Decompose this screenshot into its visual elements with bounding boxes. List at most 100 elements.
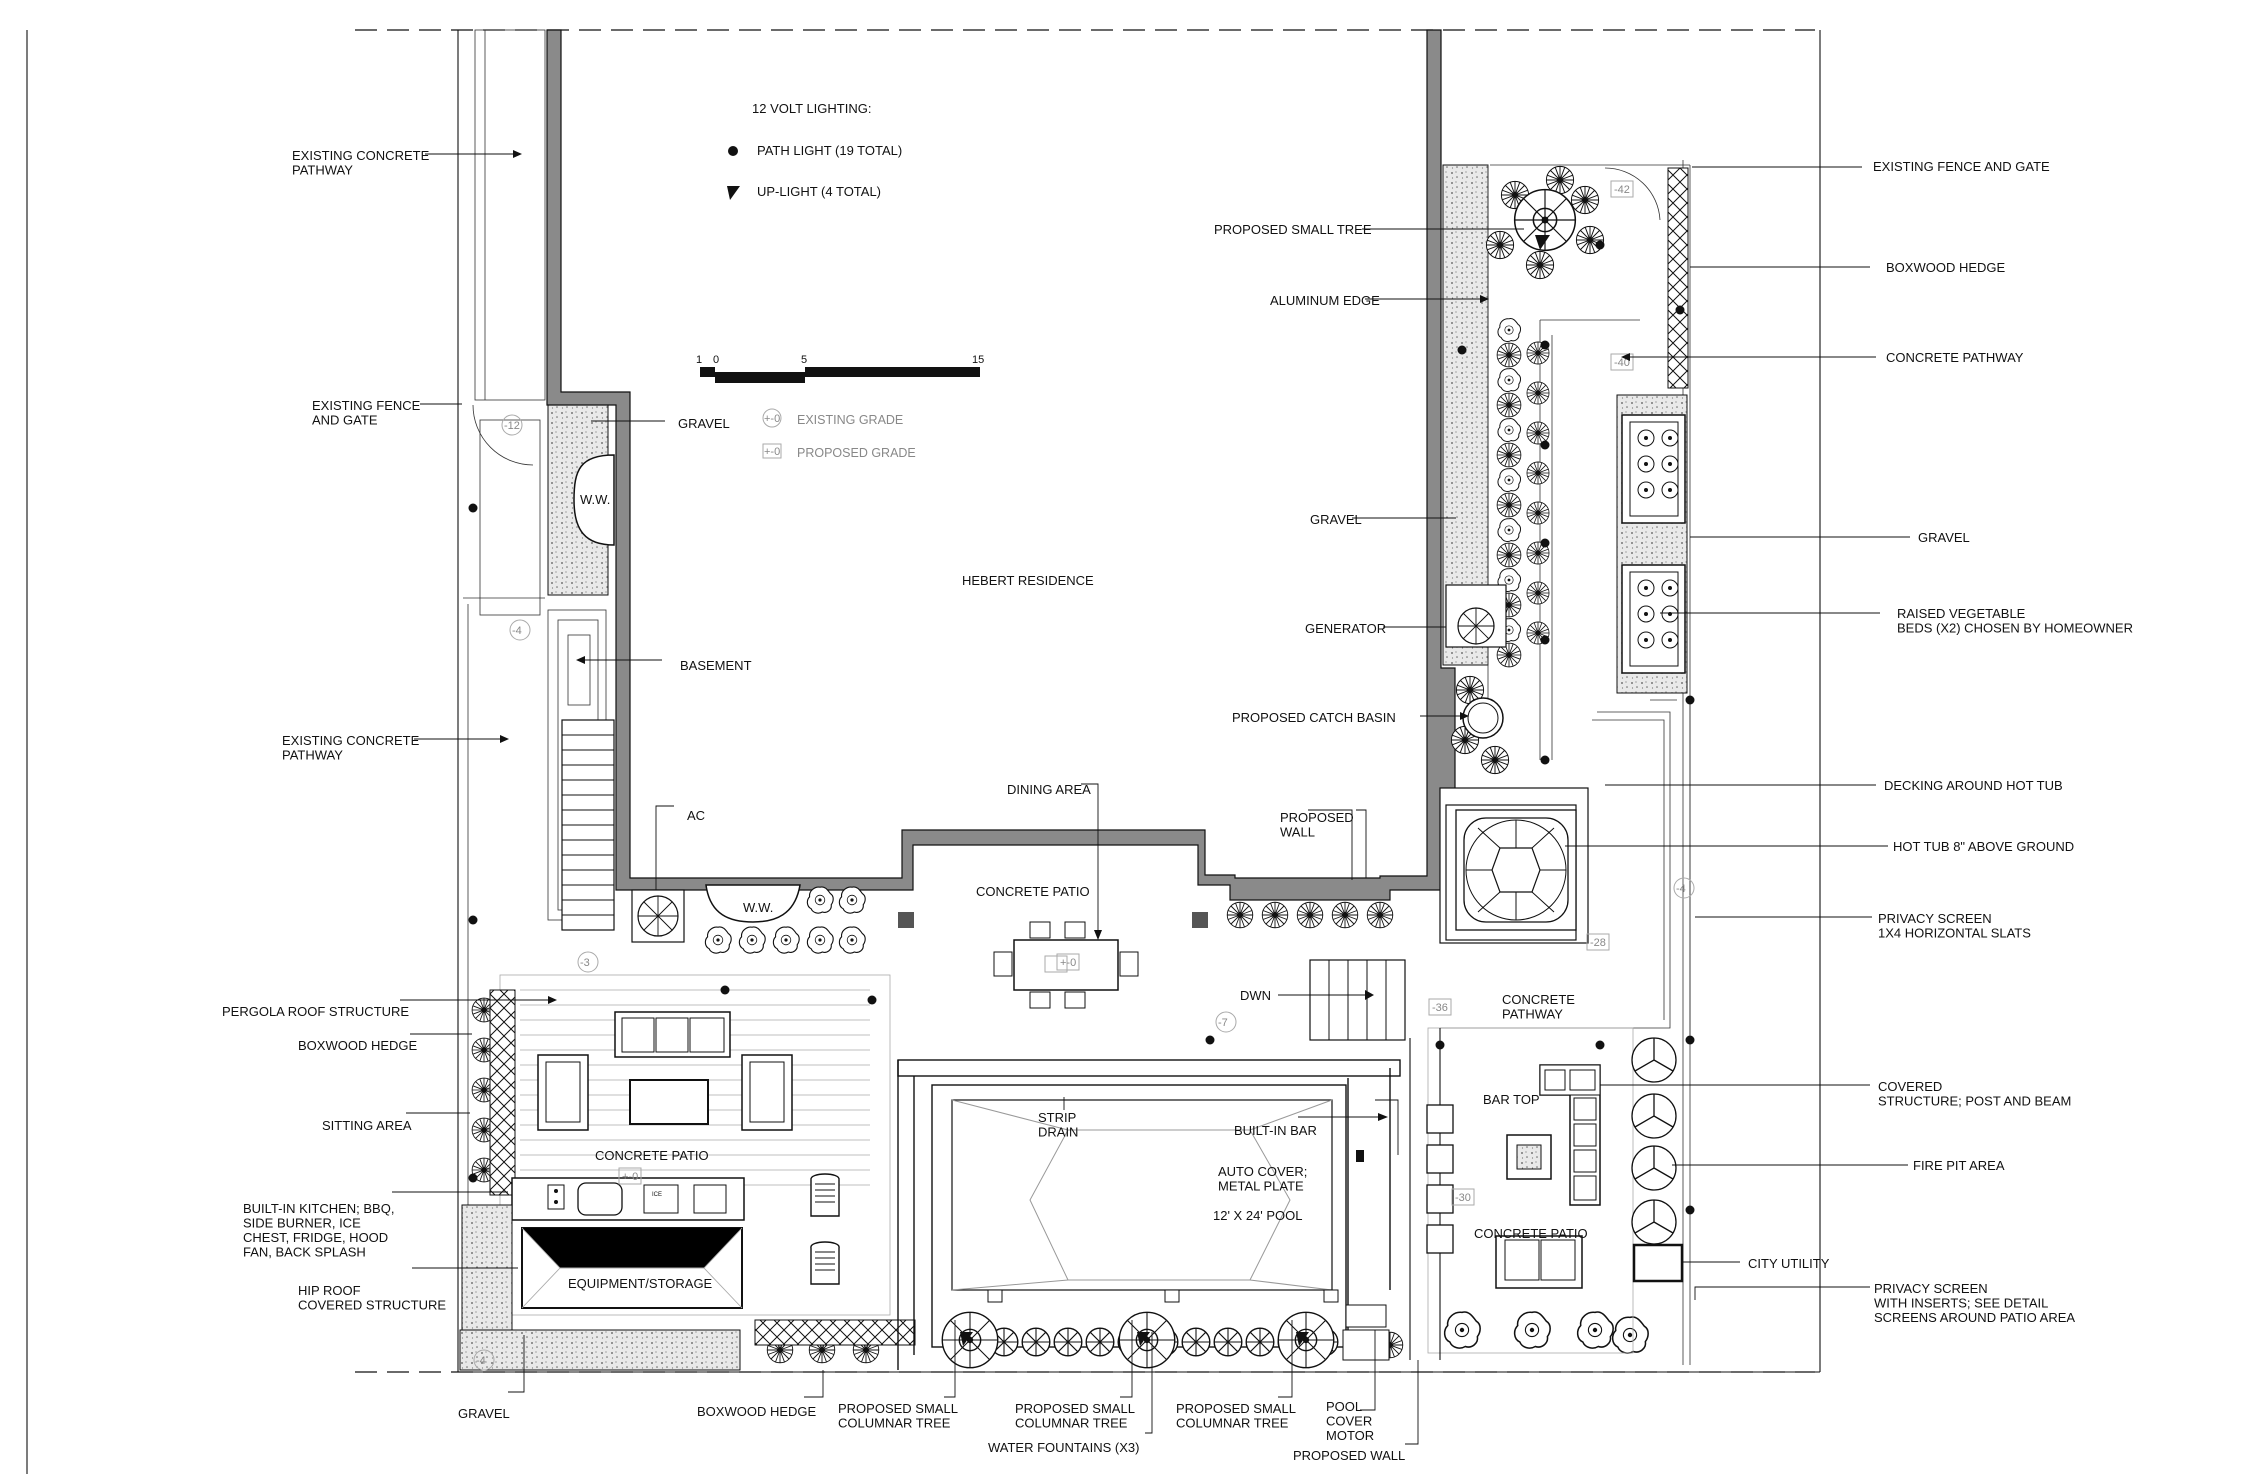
label-boxwood-hedge-right: BOXWOOD HEDGE	[1886, 260, 2006, 275]
label-gravel-far-right: GRAVEL	[1918, 530, 1970, 545]
grade-marker-shape	[577, 951, 599, 973]
bush-symbol	[1576, 1311, 1614, 1349]
bush-symbol	[738, 926, 766, 954]
scale-bar: 1 0 5 15	[696, 354, 984, 383]
up-light-icon	[727, 186, 740, 200]
grade-marker-shape	[1215, 1011, 1237, 1033]
path-light	[468, 1173, 478, 1183]
pool	[897, 1059, 1401, 1370]
up-light-marker	[960, 1332, 973, 1346]
grade-marker-shape	[1428, 998, 1452, 1016]
grade-marker-value: -12	[504, 420, 520, 432]
label-dwn: DWN	[1240, 988, 1271, 1003]
grade-marker-shape	[1451, 1188, 1475, 1206]
shrub-symbol	[1480, 745, 1510, 775]
label-concrete-patio-left: CONCRETE PATIO	[595, 1148, 709, 1163]
bed-plant-center	[1644, 612, 1648, 616]
label-gravel-bottom-left: GRAVEL	[458, 1406, 510, 1421]
label-proposed-catch-basin: PROPOSED CATCH BASIN	[1232, 710, 1396, 725]
path-light	[1205, 1035, 1215, 1045]
scale-tick: 15	[972, 354, 984, 366]
bush-symbol	[806, 886, 834, 914]
path-light	[1685, 1205, 1695, 1215]
path-light	[468, 503, 478, 513]
vegetable-beds	[1637, 429, 1679, 649]
label-boxwood-hedge-left: BOXWOOD HEDGE	[298, 1038, 418, 1053]
sofa-set	[537, 1011, 793, 1131]
label-auto-cover: AUTO COVER;METAL PLATE	[1218, 1164, 1307, 1194]
svg-text:ICE: ICE	[652, 1192, 662, 1198]
shrub-symbol	[1496, 392, 1522, 418]
up-light-marker	[1296, 1332, 1309, 1346]
shrub-symbol	[1526, 581, 1550, 605]
generator	[1445, 584, 1507, 648]
up-light-marker	[1535, 235, 1550, 250]
grade-marker-value: -4	[512, 625, 522, 637]
shrub-symbol	[1525, 250, 1555, 280]
label-sitting-area: SITTING AREA	[322, 1118, 412, 1133]
legend-proposed-grade: PROPOSED GRADE	[797, 446, 916, 460]
lounge-chairs	[810, 1173, 840, 1285]
grade-marker-shape	[501, 414, 523, 436]
screen-tree-symbol	[1631, 1037, 1677, 1083]
bush-symbol	[1513, 1311, 1551, 1349]
bed-plant-center	[1644, 488, 1648, 492]
water-fountain	[1164, 1289, 1180, 1303]
scale-tick: 5	[801, 354, 807, 366]
shrub-symbol	[1497, 468, 1522, 492]
window-well-label: W.W.	[743, 900, 773, 915]
label-concrete-pathway-right: CONCRETE PATHWAY	[1886, 350, 2024, 365]
shrub-symbol	[1526, 501, 1550, 525]
bush-symbol	[838, 926, 866, 954]
shrub-symbol	[1226, 901, 1254, 929]
label-gravel-right: GRAVEL	[1310, 512, 1362, 527]
grade-marker-value: -3	[580, 957, 590, 969]
label-decking-hot-tub: DECKING AROUND HOT TUB	[1884, 778, 2063, 793]
grade-marker-value: -28	[1590, 937, 1606, 949]
path-light	[867, 995, 877, 1005]
bed-plant-center	[1644, 462, 1648, 466]
ornamental-grass-symbol	[1085, 1327, 1115, 1357]
bed-plant-center	[1644, 436, 1648, 440]
label-aluminum-edge: ALUMINUM EDGE	[1270, 293, 1380, 308]
bed-plant-center	[1668, 488, 1672, 492]
bed-plant-center	[1668, 436, 1672, 440]
shrub-symbol	[1331, 901, 1359, 929]
water-fountain	[1323, 1289, 1339, 1303]
path-light	[1685, 1035, 1695, 1045]
path-light	[1540, 440, 1550, 450]
grade-marker-shape	[1056, 953, 1080, 971]
water-fountain	[987, 1289, 1003, 1303]
legend-existing-grade: EXISTING GRADE	[797, 413, 903, 427]
up-light-marker	[1137, 1332, 1150, 1346]
legend-up-light: UP-LIGHT (4 TOTAL)	[757, 184, 881, 199]
shrub-symbol	[1261, 901, 1289, 929]
label-pool: 12' X 24' POOL	[1213, 1208, 1303, 1223]
grade-marker-value: +-0	[1060, 957, 1076, 969]
path-light	[1540, 340, 1550, 350]
shrub-symbol	[1496, 542, 1522, 568]
bed-plant-center	[1668, 462, 1672, 466]
dining-area	[898, 912, 1208, 1009]
label-pergola-roof: PERGOLA ROOF STRUCTURE	[222, 1004, 409, 1019]
label-built-in-bar: BUILT-IN BAR	[1234, 1123, 1317, 1138]
path-light	[720, 985, 730, 995]
shrub-symbol	[1497, 418, 1522, 442]
patio-screen-trees	[1631, 1037, 1677, 1245]
label-concrete-patio-right: CONCRETE PATIO	[1474, 1226, 1588, 1241]
house-label: HEBERT RESIDENCE	[962, 573, 1094, 588]
ornamental-grass-symbol	[1021, 1327, 1051, 1357]
grade-marker-value: -40	[1614, 357, 1630, 369]
right-planting-column	[471, 165, 1649, 1364]
columnar-tree-symbol	[941, 1311, 999, 1369]
bed-plant-center	[1644, 638, 1648, 642]
